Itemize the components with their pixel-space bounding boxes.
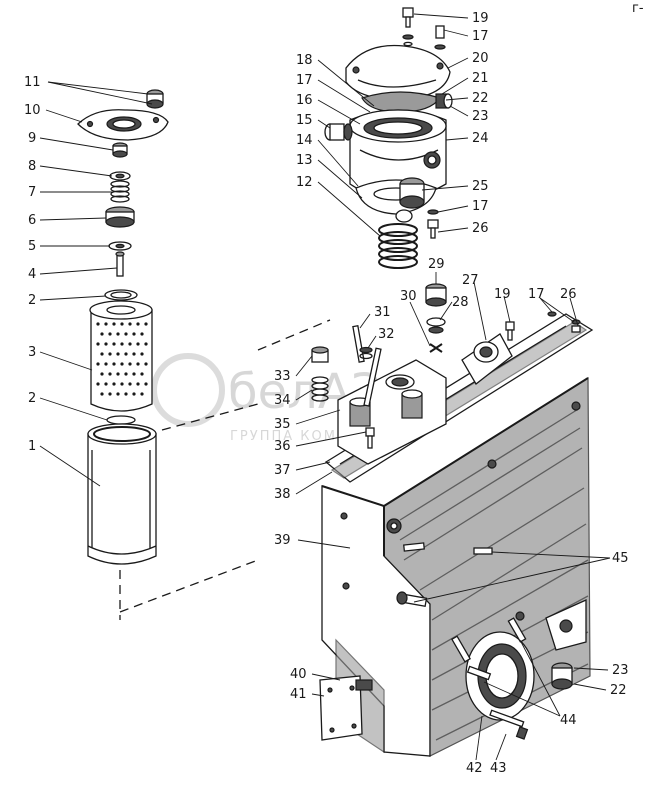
watermark-logo-icon bbox=[151, 353, 225, 427]
part-bolt-17-26-right bbox=[427, 209, 439, 239]
callout-17-d: 17 bbox=[528, 287, 545, 302]
part-stud-44 bbox=[451, 617, 527, 681]
callout-41: 41 bbox=[290, 687, 307, 702]
callout-26-b: 26 bbox=[560, 287, 577, 302]
part-filter-element-3 bbox=[89, 300, 153, 412]
callout-4: 4 bbox=[28, 267, 36, 282]
part-bolt-19 bbox=[402, 7, 414, 47]
part-spring-34 bbox=[311, 376, 329, 402]
callout-8: 8 bbox=[28, 159, 36, 174]
callout-42: 42 bbox=[466, 761, 483, 776]
callout-26-a: 26 bbox=[472, 221, 489, 236]
callout-28: 28 bbox=[452, 295, 469, 310]
cover-assembly bbox=[324, 7, 453, 269]
middle-parts bbox=[311, 283, 581, 465]
corner-mark: г- bbox=[632, 1, 644, 16]
part-bracket-27 bbox=[461, 333, 513, 385]
part-bolt-17-top bbox=[434, 25, 446, 50]
callout-17-b: 17 bbox=[472, 29, 489, 44]
callout-6: 6 bbox=[28, 213, 36, 228]
part-valve-25 bbox=[395, 177, 425, 223]
part-valve-6 bbox=[105, 206, 135, 228]
part-washer-9 bbox=[112, 142, 128, 158]
callout-3: 3 bbox=[28, 345, 36, 360]
callout-45: 45 bbox=[612, 551, 629, 566]
callout-22-a: 22 bbox=[472, 91, 489, 106]
part-cap-8 bbox=[109, 171, 131, 181]
part-housing-1 bbox=[87, 423, 157, 565]
callout-39: 39 bbox=[274, 533, 291, 548]
callout-17-a: 17 bbox=[296, 73, 313, 88]
callout-5: 5 bbox=[28, 239, 36, 254]
callout-30: 30 bbox=[400, 289, 417, 304]
part-block-35 bbox=[337, 359, 447, 465]
callout-23-b: 23 bbox=[612, 663, 629, 678]
part-rod-31-32 bbox=[352, 324, 382, 407]
part-plug-22-23-right bbox=[551, 662, 573, 690]
part-nut-11 bbox=[146, 89, 164, 109]
part-plug-29 bbox=[425, 283, 447, 307]
part-gasket-2-top bbox=[104, 289, 138, 301]
callout-37: 37 bbox=[274, 463, 291, 478]
part-fitting-15-16 bbox=[324, 123, 353, 141]
callout-12: 12 bbox=[296, 175, 313, 190]
part-clip-30 bbox=[429, 343, 443, 353]
callout-16: 16 bbox=[296, 93, 313, 108]
callout-44: 44 bbox=[560, 713, 577, 728]
part-gasket-2-bottom bbox=[106, 415, 136, 425]
body-main-bore bbox=[465, 631, 535, 721]
callout-23-a: 23 bbox=[472, 109, 489, 124]
callout-1: 1 bbox=[28, 439, 36, 454]
callout-35: 35 bbox=[274, 417, 291, 432]
part-gasket-21 bbox=[361, 91, 441, 113]
callout-15: 15 bbox=[296, 113, 313, 128]
callout-19-a: 19 bbox=[472, 11, 489, 26]
part-cover-plate-40-41 bbox=[319, 675, 373, 741]
callout-2-top: 2 bbox=[28, 293, 36, 308]
callout-18: 18 bbox=[296, 53, 313, 68]
callout-24: 24 bbox=[472, 131, 489, 146]
callout-13: 13 bbox=[296, 153, 313, 168]
callout-10: 10 bbox=[24, 103, 41, 118]
callout-34: 34 bbox=[274, 393, 291, 408]
part-flange-10 bbox=[77, 109, 169, 141]
part-bolts-19-17-26 bbox=[505, 311, 581, 341]
callout-2-bottom: 2 bbox=[28, 391, 36, 406]
leader-lines bbox=[39, 13, 611, 761]
callout-27: 27 bbox=[462, 273, 479, 288]
callout-29: 29 bbox=[428, 257, 445, 272]
callout-31: 31 bbox=[374, 305, 391, 320]
part-housing-24 bbox=[349, 109, 447, 200]
part-bolt-42-43 bbox=[489, 709, 529, 740]
callout-25: 25 bbox=[472, 179, 489, 194]
callout-14: 14 bbox=[296, 133, 313, 148]
part-plug-22-23-top bbox=[435, 93, 453, 109]
callout-32: 32 bbox=[378, 327, 395, 342]
filter-assembly bbox=[77, 89, 331, 620]
part-plug-33 bbox=[311, 346, 329, 363]
part-washer-5 bbox=[108, 241, 132, 251]
callout-43: 43 bbox=[490, 761, 507, 776]
callout-7: 7 bbox=[28, 185, 36, 200]
part-ring-28 bbox=[426, 317, 446, 334]
part-stud-45 bbox=[396, 542, 493, 607]
callout-9: 9 bbox=[28, 131, 36, 146]
part-pin-4 bbox=[115, 251, 125, 277]
callout-21: 21 bbox=[472, 71, 489, 86]
callout-40: 40 bbox=[290, 667, 307, 682]
callout-33: 33 bbox=[274, 369, 291, 384]
callout-19-b: 19 bbox=[494, 287, 511, 302]
callout-11: 11 bbox=[24, 75, 41, 90]
part-spring-12 bbox=[378, 223, 418, 269]
callout-labels: 11 10 9 8 7 6 5 4 2 3 2 1 18 17 16 15 14… bbox=[24, 11, 629, 776]
callout-22-b: 22 bbox=[610, 683, 627, 698]
callout-36: 36 bbox=[274, 439, 291, 454]
callout-17-c: 17 bbox=[472, 199, 489, 214]
part-spring-7 bbox=[110, 180, 130, 203]
callout-38: 38 bbox=[274, 487, 291, 502]
callout-20: 20 bbox=[472, 51, 489, 66]
